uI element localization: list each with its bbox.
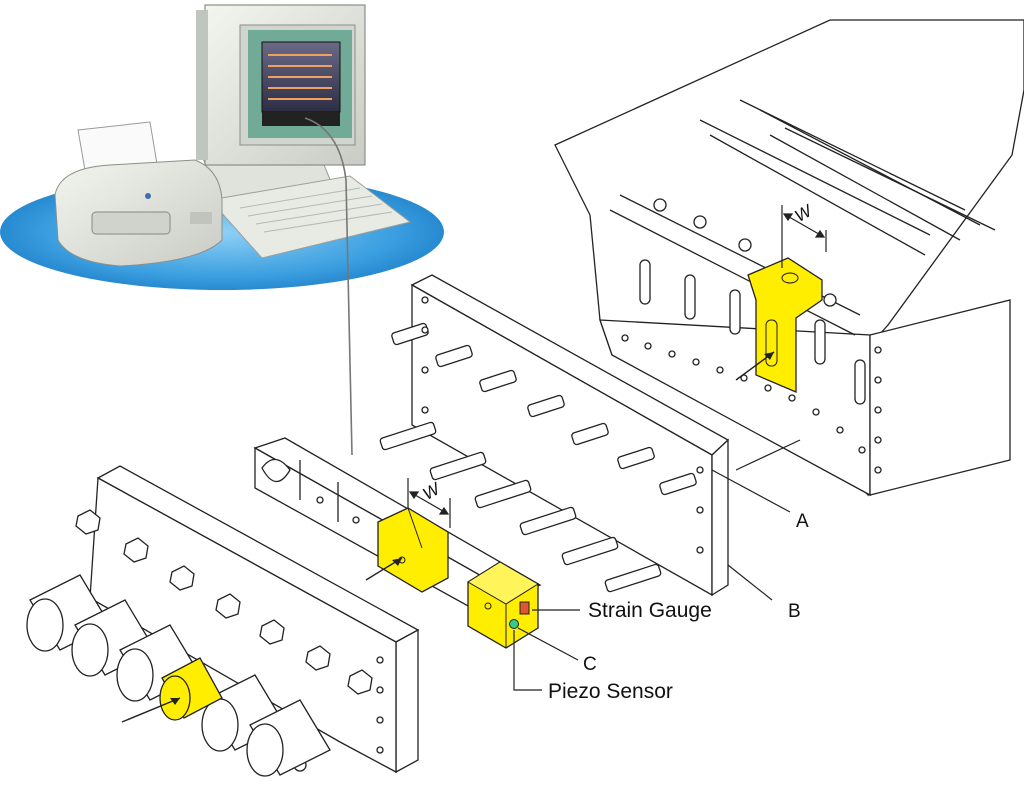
label-a: A [796, 511, 809, 532]
piezo-sensor-element [509, 619, 519, 629]
mold-cavity-block [554, 19, 1024, 497]
piezo-sensor-label: Piezo Sensor [548, 680, 673, 703]
leader-lines [513, 439, 801, 691]
strain-gauge-element [519, 601, 530, 615]
keyboard-icon [209, 175, 412, 259]
label-b: B [788, 601, 801, 622]
highlighted-insert-mid [365, 507, 449, 593]
sensor-cable [304, 117, 353, 456]
label-c: C [583, 654, 597, 675]
sensor-block [467, 561, 539, 649]
highlighted-insert-top [735, 257, 823, 393]
cylinder-plate [26, 465, 420, 777]
strain-gauge-label: Strain Gauge [588, 599, 712, 622]
plate-a [379, 274, 730, 597]
highlighted-cylinder [121, 657, 223, 723]
computer-monitor-icon [196, 4, 366, 211]
width-dimension-top [781, 205, 827, 268]
printer-icon [54, 121, 223, 267]
width-dimension-mid [407, 478, 451, 528]
workstation [0, 4, 444, 456]
